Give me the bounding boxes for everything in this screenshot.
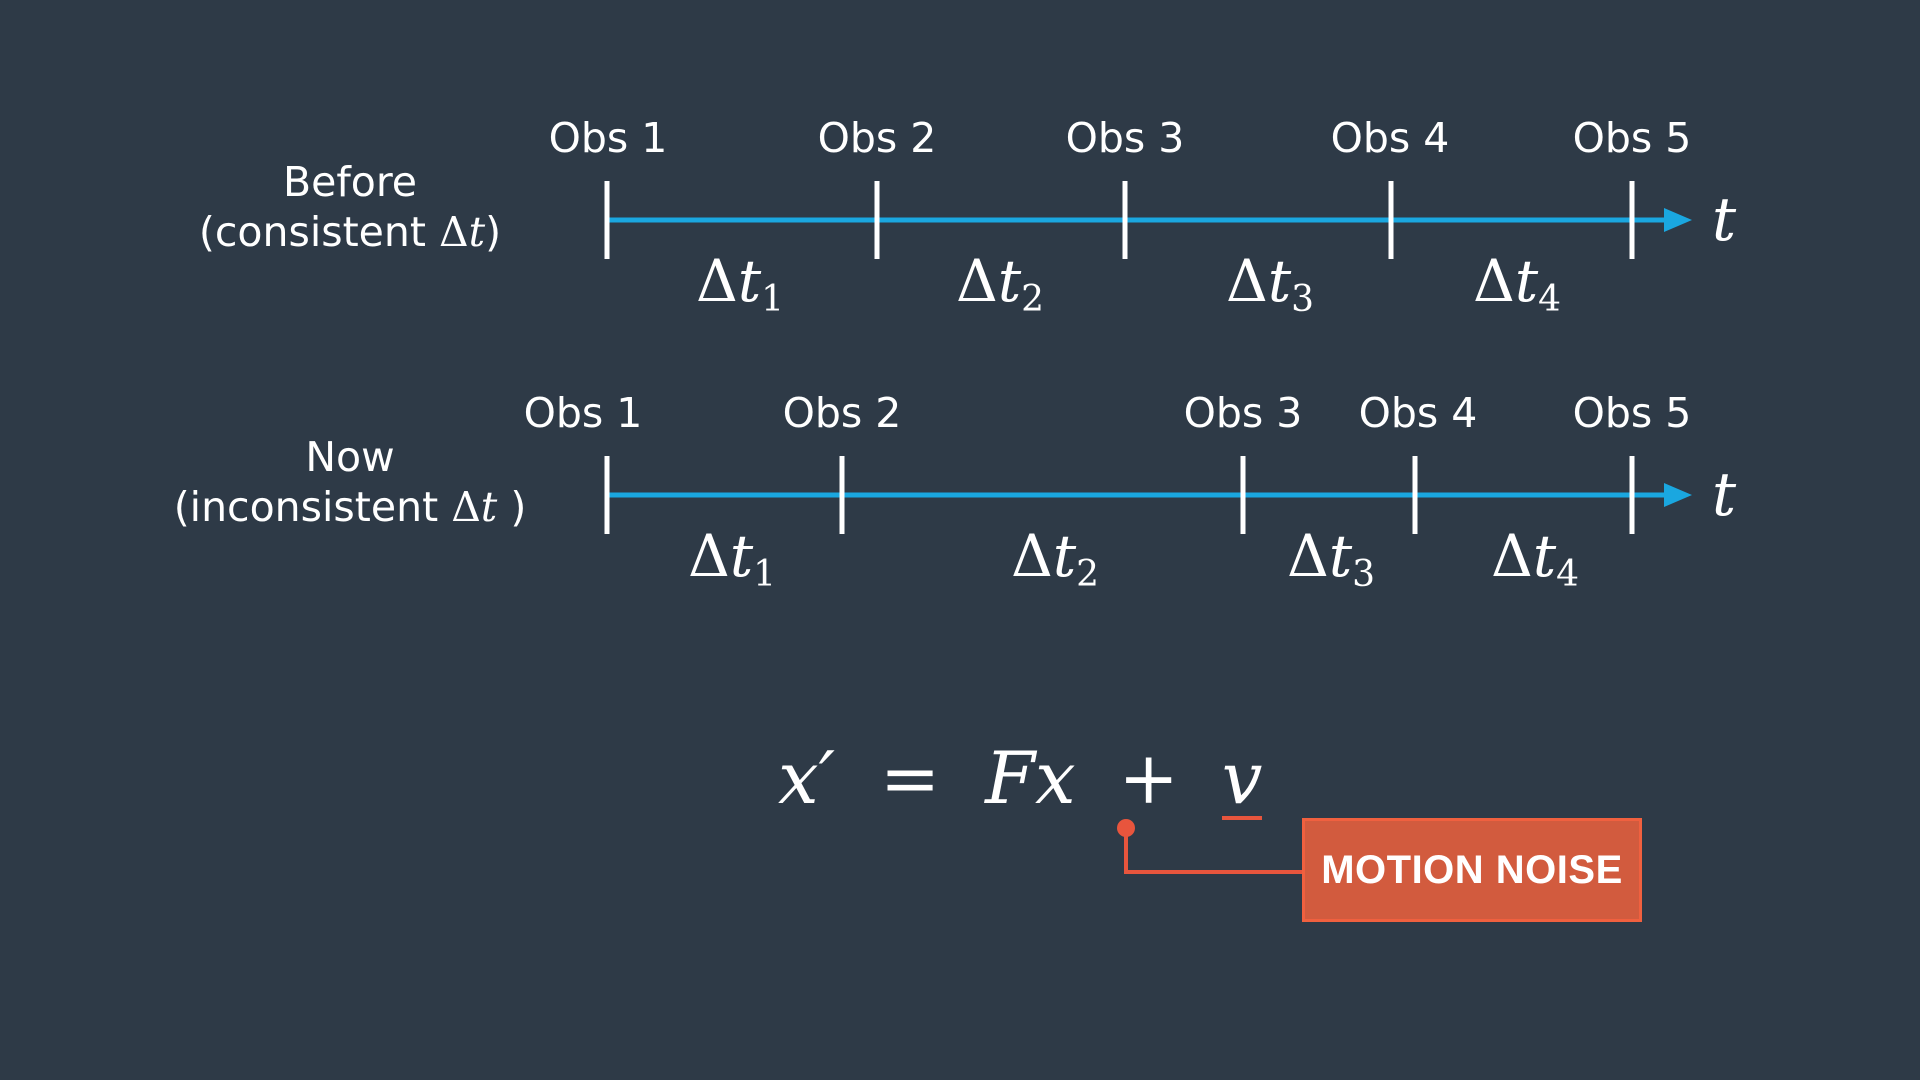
formula-lhs: x′ (778, 736, 835, 820)
interval-label: Δt4 (1490, 522, 1580, 595)
formula-noise-var: v (1221, 736, 1263, 820)
row-label-line1: Now (305, 433, 395, 481)
obs-label: Obs 1 (548, 114, 668, 162)
row-label-line1: Before (282, 158, 418, 206)
obs-label: Obs 3 (1183, 389, 1303, 437)
obs-label: Obs 1 (523, 389, 643, 437)
obs-label: Obs 5 (1572, 114, 1692, 162)
timeline-arrowhead (1664, 483, 1692, 507)
interval-label: Δt4 (1472, 247, 1562, 320)
obs-label: Obs 5 (1572, 389, 1692, 437)
obs-label: Obs 2 (782, 389, 902, 437)
formula-equals: = (879, 736, 941, 820)
obs-label: Obs 2 (817, 114, 937, 162)
obs-label: Obs 3 (1065, 114, 1185, 162)
row-label-now: Now (inconsistent Δt ) (174, 432, 527, 532)
formula-plus: + (1118, 736, 1179, 820)
time-axis-label: t (1712, 185, 1737, 255)
obs-label: Obs 4 (1358, 389, 1478, 437)
interval-label: Δt3 (1225, 247, 1315, 320)
interval-label: Δt2 (955, 247, 1045, 320)
interval-label: Δt1 (695, 247, 785, 320)
row-label-line2: (consistent Δt) (198, 208, 502, 256)
timeline-arrowhead (1664, 208, 1692, 232)
row-label-line2: (inconsistent Δt ) (173, 483, 527, 531)
formula-term: Fx (985, 736, 1076, 820)
row-label-before: Before (consistent Δt) (199, 157, 501, 257)
obs-label: Obs 4 (1330, 114, 1450, 162)
callout-connector-line (1124, 828, 1302, 874)
interval-label: Δt2 (1010, 522, 1100, 595)
motion-noise-callout: MOTION NOISE (1302, 818, 1642, 922)
interval-label: Δt1 (687, 522, 777, 595)
interval-label: Δt3 (1286, 522, 1376, 595)
process-model-formula: x′ = Fx + v (778, 736, 1263, 820)
time-axis-label: t (1712, 460, 1737, 530)
